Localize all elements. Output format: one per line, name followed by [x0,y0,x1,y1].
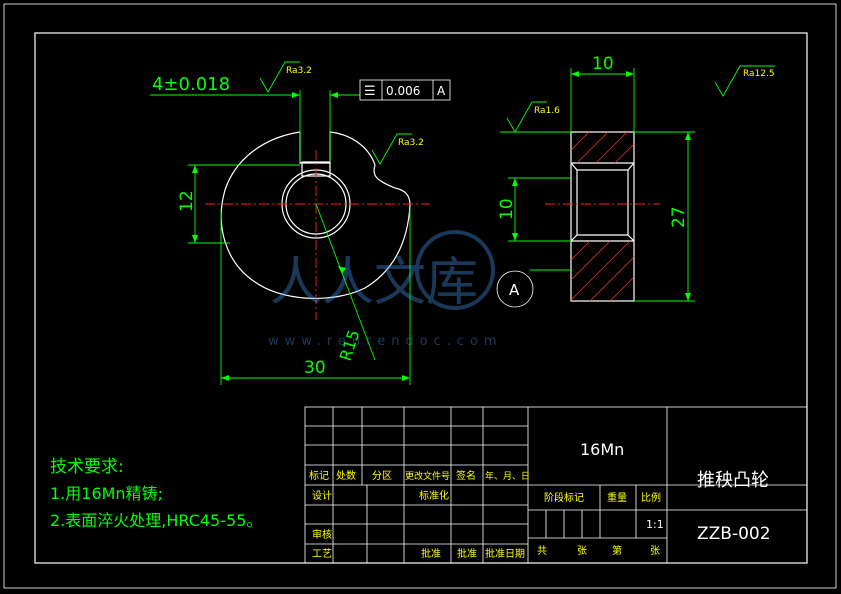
hatch-bottom [570,240,635,302]
tb-row-review: 审核 [312,528,332,541]
tb-header-3: 更改文件号 [405,470,450,482]
tb-header-1: 处数 [336,469,356,482]
tb-weight-label: 重量 [607,491,627,504]
tb-row-design: 设计 [312,489,332,502]
watermark-url: www.renrendoc.com [268,334,503,349]
dim-thickness-10: 10 [592,54,614,74]
outer-border [3,3,837,589]
tb-approve-2: 批准 [457,547,477,560]
tech-item-1: 1.用16Mn精铸; [50,484,163,503]
tb-row-process: 工艺 [312,548,332,560]
tb-sheet-word2: 第 [612,544,622,557]
tb-approve-1: 批准 [421,547,441,560]
dim-keyway-width: 4±0.018 [152,74,230,95]
tb-standardize: 标准化 [419,489,449,502]
tb-header-4: 签名 [456,469,476,482]
gtol-value: 0.006 [386,84,420,98]
tb-approve-date: 批准日期 [485,547,525,560]
roughness-face: Ra1.6 [534,106,560,116]
front-view: 4±0.018 Ra3.2 ☰ 0.006 A Ra3.2 12 30 R15 [150,61,451,385]
datum-circle [496,270,534,308]
dim-width-30: 30 [304,358,326,378]
datum-label: A [509,281,520,299]
tb-scale-value: 1:1 [646,518,664,531]
title-block: 标记 处数 分区 更改文件号 签名 年、月、日 设计 标准化 审核 工艺 批准 … [304,406,808,564]
side-body [570,131,635,302]
tb-stage-label: 阶段标记 [544,491,584,504]
dim-bore-10: 10 [497,198,517,220]
gtol-symbol: ☰ [364,84,376,99]
tb-header-0: 标记 [309,470,329,482]
side-view: 10 10 27 Ra1.6 Ra12.5 A [496,54,775,308]
roughness-general: Ra12.5 [743,69,775,79]
cam-outline [220,131,411,299]
watermark: 人人文库 www.renrendoc.com [268,230,503,349]
tb-scale-label: 比例 [641,491,661,504]
roughness-2: Ra3.2 [398,138,424,148]
roughness-1: Ra3.2 [286,66,312,76]
tb-material: 16Mn [580,440,624,459]
tb-part-name: 推秧凸轮 [697,470,769,491]
gtol-datum: A [437,84,446,98]
tech-requirements: 技术要求: 1.用16Mn精铸; 2.表面淬火处理,HRC45-55。 [50,457,262,530]
tech-heading: 技术要求: [50,457,124,477]
tb-drawing-no: ZZB-002 [697,524,771,544]
tb-sheet-word1: 张 [577,545,587,557]
tb-header-2: 分区 [372,470,392,482]
hatch-top [570,131,635,164]
tb-sheet-total: 共 [537,545,547,557]
dim-height-27: 27 [669,206,689,228]
watermark-logo: 人人文库 [270,253,478,313]
dim-height-12: 12 [177,190,197,212]
tb-header-5: 年、月、日 [485,470,530,482]
tb-sheet-word3: 张 [650,545,660,557]
tech-item-2: 2.表面淬火处理,HRC45-55。 [50,511,262,530]
